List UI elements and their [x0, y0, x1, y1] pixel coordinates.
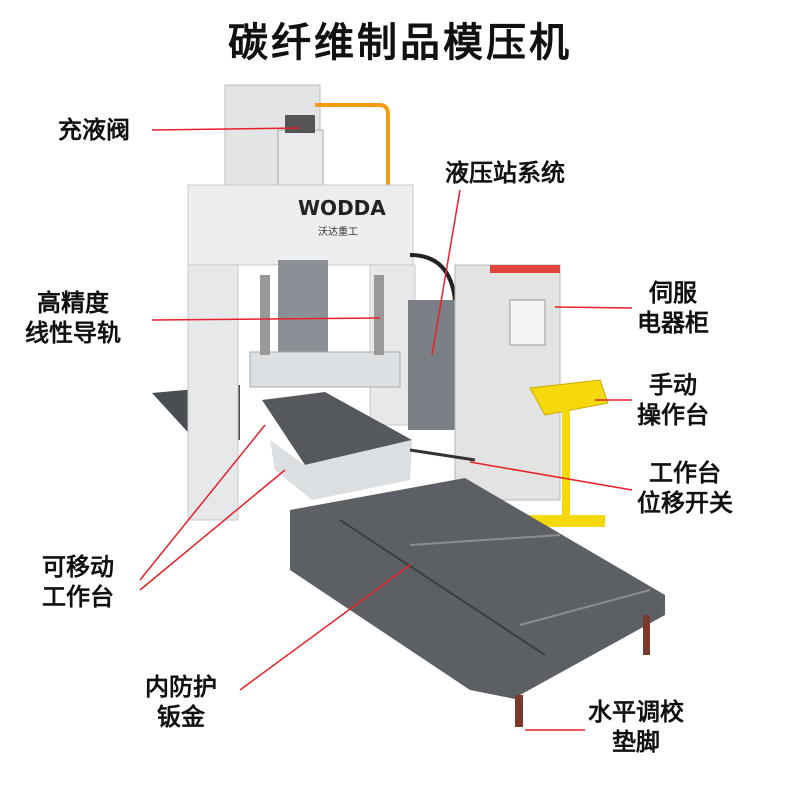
- callout-text: 钣金: [157, 703, 205, 731]
- callout-text: 操作台: [637, 401, 709, 429]
- movable-table-top: [262, 392, 412, 465]
- console-base: [525, 515, 605, 527]
- logo-brand: WODDA: [298, 196, 386, 220]
- leader-linear-guide: [151, 317, 381, 321]
- callout-fill-valve: 充液阀: [58, 115, 130, 145]
- callout-text: 高精度: [37, 289, 109, 317]
- leveling-foot: [515, 695, 523, 727]
- callout-text: 水平调校: [588, 698, 684, 726]
- cylinder: [278, 260, 328, 355]
- callout-manual-console: 手动操作台: [637, 370, 709, 430]
- cabinet-panel: [509, 299, 546, 346]
- logo-brand-cn: 沃达重工: [318, 225, 358, 238]
- sheet-metal-cover: [290, 478, 665, 700]
- guide-rail-right: [374, 275, 384, 355]
- callout-servo-cabinet: 伺服电器柜: [637, 278, 709, 338]
- leader-table-switch: [469, 461, 633, 491]
- leader-lines: [139, 127, 633, 731]
- movable-table-base: [270, 440, 412, 500]
- pipe: [315, 103, 390, 190]
- cover-seam: [339, 519, 546, 656]
- console-stand: [562, 410, 570, 520]
- callout-sheet-metal: 内防护钣金: [145, 672, 217, 732]
- callout-text: 可移动: [42, 553, 114, 581]
- callout-text: 工作台: [42, 583, 114, 611]
- frame-top: [187, 184, 414, 266]
- cabinet-header: [490, 265, 560, 273]
- leveling-foot: [643, 615, 650, 655]
- guide-rail-left: [260, 275, 270, 355]
- callout-leveling-feet: 水平调校垫脚: [588, 697, 684, 757]
- callout-text: 手动: [649, 371, 697, 399]
- leader-sheet-metal: [239, 564, 411, 691]
- callout-text: 电器柜: [637, 309, 709, 337]
- leader-movable-table-1: [139, 424, 266, 581]
- callout-text: 位移开关: [637, 489, 733, 517]
- travel-switch-rail: [409, 448, 476, 462]
- slider-plate: [249, 351, 401, 388]
- callout-text: 工作台: [649, 459, 721, 487]
- page-title: 碳纤维制品模压机: [228, 20, 572, 66]
- callout-text: 伺服: [649, 279, 697, 307]
- callout-text: 线性导轨: [25, 319, 121, 347]
- callout-hydraulic-station: 液压站系统: [445, 158, 565, 188]
- callout-text: 垫脚: [612, 728, 660, 756]
- callout-linear-guide: 高精度线性导轨: [25, 288, 121, 348]
- callout-text: 充液阀: [58, 116, 130, 144]
- callout-table-switch: 工作台位移开关: [637, 458, 733, 518]
- cover-seam: [519, 589, 651, 626]
- hose: [409, 253, 457, 301]
- leader-servo-cabinet: [554, 306, 633, 309]
- cover-seam: [409, 534, 561, 546]
- manual-console: [529, 379, 609, 416]
- fill-valve-body: [277, 129, 324, 191]
- fill-valve-top: [285, 115, 315, 133]
- callout-text: 内防护: [145, 673, 217, 701]
- callout-movable-table: 可移动工作台: [42, 552, 114, 612]
- leader-hydraulic-station: [431, 189, 461, 356]
- callout-text: 液压站系统: [445, 159, 565, 187]
- leader-movable-table-2: [139, 469, 286, 591]
- hydraulic-station: [408, 300, 458, 430]
- frame-left-column: [187, 264, 239, 521]
- leader-fill-valve: [151, 127, 301, 131]
